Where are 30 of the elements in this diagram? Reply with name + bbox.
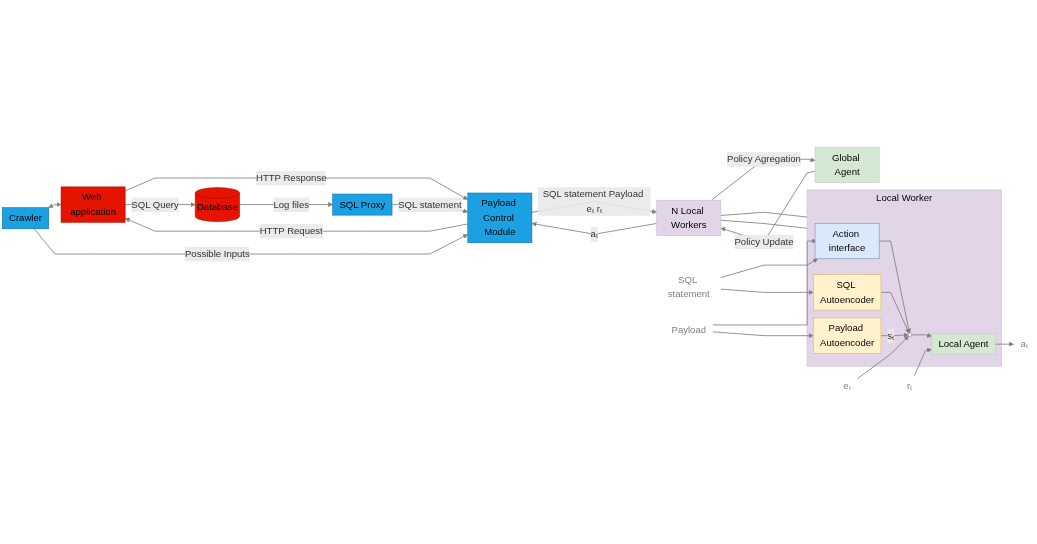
node-box: Payload Autoencoder (813, 317, 882, 354)
edge-label: Policy Agregation (727, 153, 801, 165)
node-box: Crawler (1, 207, 49, 230)
edge-label: HTTP Request (259, 225, 323, 237)
node-text: Payload (671, 324, 707, 336)
edge-label: SQL statement (398, 199, 462, 210)
node-box: Local Agent (931, 333, 996, 355)
node-box: Payload Control Module (467, 192, 533, 244)
node-text: SQL statement (667, 274, 710, 300)
edge-label: aₜ (590, 228, 599, 240)
node-box: SQL Proxy (332, 193, 393, 216)
node-box: Web application (60, 186, 126, 223)
edge-label: Log files (273, 199, 310, 210)
edge-label: SQL Query (131, 199, 179, 210)
edge-label: HTTP Response (255, 172, 327, 184)
edge-label: SQL statement Payload eₜ rₜ (542, 188, 644, 214)
connector (720, 219, 808, 229)
node-circle (907, 332, 912, 337)
edge-label: Possible Inputs (184, 248, 250, 260)
edge-label: sₜ (887, 330, 895, 341)
node-text: aₜ (1020, 338, 1028, 350)
arrow (48, 202, 62, 208)
node-text: rₜ (907, 380, 913, 392)
node-box: SQL Autoencoder (813, 274, 882, 311)
node-box: N Local Workers (656, 199, 722, 236)
edge-label: Policy Update (734, 236, 794, 248)
node-text: eₜ (843, 380, 851, 392)
node-box: Global Agent (814, 146, 880, 183)
node-box: Action interface (814, 223, 880, 260)
connector (720, 211, 808, 218)
